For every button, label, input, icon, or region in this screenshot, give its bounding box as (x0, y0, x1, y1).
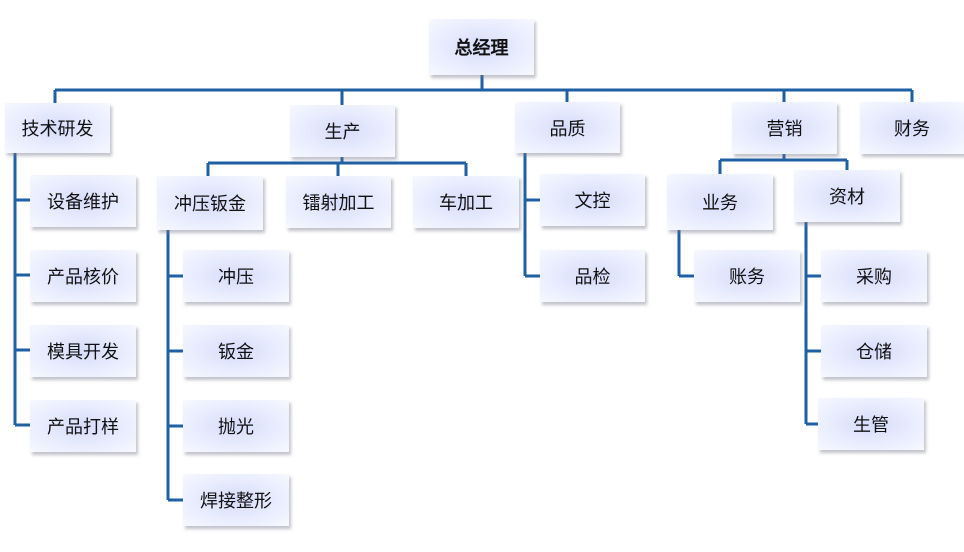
quality-child-document-control: 文控 (540, 174, 645, 226)
rnd-child-product-sampling: 产品打样 (30, 400, 136, 452)
rnd-child-equipment-maintenance: 设备维护 (30, 175, 136, 227)
laser-node: 镭射加工 (286, 176, 391, 228)
materials-child-purchasing: 采购 (821, 250, 927, 302)
quality-child-inspection: 品检 (540, 250, 645, 302)
stamping-child-stamping: 冲压 (183, 250, 289, 302)
quality-node: 品质 (515, 102, 620, 153)
rnd-child-mold-development: 模具开发 (30, 325, 136, 377)
stamping-sheet-node: 冲压钣金 (157, 176, 263, 230)
rnd-node: 技术研发 (5, 103, 110, 153)
production-node: 生产 (290, 105, 395, 157)
rnd-child-product-pricing: 产品核价 (30, 250, 136, 302)
stamping-child-polishing: 抛光 (183, 400, 289, 452)
materials-child-production-control: 生管 (818, 398, 924, 450)
ceo-node: 总经理 (429, 19, 534, 75)
stamping-child-sheet-metal: 钣金 (183, 325, 289, 377)
finance-node: 财务 (860, 102, 964, 154)
materials-node: 资材 (794, 170, 900, 222)
lathe-node: 车加工 (413, 176, 519, 228)
stamping-child-welding: 焊接整形 (183, 474, 289, 526)
materials-child-warehousing: 仓储 (821, 325, 927, 377)
business-node: 业务 (667, 174, 773, 230)
marketing-node: 营销 (732, 102, 837, 154)
accounts-node: 账务 (694, 250, 800, 302)
